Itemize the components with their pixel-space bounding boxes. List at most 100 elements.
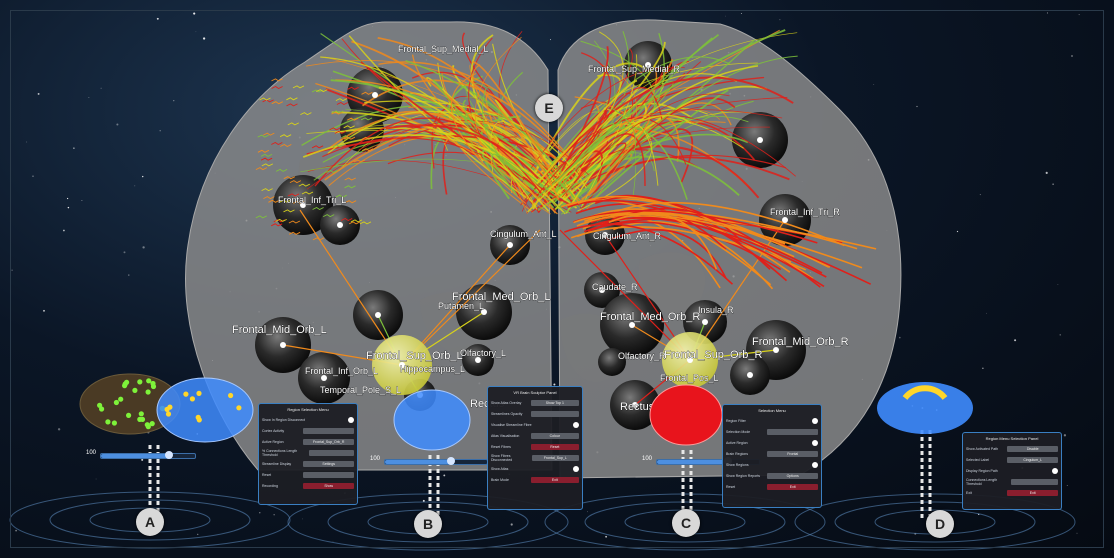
label-temporal-pole-l: Temporal_Pole_S_L [320, 385, 401, 395]
label-putamen-l: Putamen_L [438, 301, 484, 311]
panel-d-button[interactable]: Exit [1007, 489, 1058, 496]
panel-c-title: Selection Menu [758, 408, 786, 413]
label-frontal-sup-medial-r: Frontal_Sup_Medial_R [588, 64, 681, 74]
panel-c-field[interactable] [767, 428, 818, 435]
panel-d-toggle[interactable] [1052, 467, 1058, 474]
panel-a-field[interactable]: Settings [303, 460, 354, 467]
label-frontal-inf-tri-l: Frontal_Inf_Tri_L [278, 195, 346, 205]
label-frontal-mid-orb-l: Frontal_Mid_Orb_L [232, 324, 327, 336]
slider-c-fill [657, 460, 729, 464]
threshold-slider-a[interactable]: 100 [86, 450, 196, 460]
panel-c-row: Region Filter [726, 416, 818, 425]
label-frontal-inf-tri-r: Frontal_Inf_Tri_R [770, 207, 840, 217]
slider-a-thumb[interactable] [164, 451, 173, 459]
panel-c-row-label: Reset [726, 484, 736, 489]
menu-panel-b: VR Brain Sculptor Panel Show Atlas Overl… [487, 386, 583, 510]
panel-c-button[interactable]: Exit [767, 483, 818, 490]
panel-d-row-label: Connections Length Threshold [966, 477, 998, 486]
panel-b-row-label: Brain Mode [491, 477, 509, 482]
panel-b-field[interactable]: Colour [530, 432, 579, 439]
panel-c-toggle[interactable] [812, 439, 818, 446]
panel-b-row: Brain Mode Exit [491, 475, 579, 484]
menu-panel-d: Region Menu Selection Panel Show Activat… [962, 432, 1062, 510]
panel-a-row: Cortex Activity [262, 426, 354, 435]
label-frontal-mid-orb-r: Frontal_Mid_Orb_R [752, 336, 849, 348]
panel-b-row: Show Atlas Overlay Show Top 1 [491, 398, 579, 407]
panel-b-button[interactable]: Reset [530, 443, 579, 450]
panel-b-row: Visualise Streamline Fibre [491, 420, 579, 429]
panel-a-field[interactable] [303, 471, 354, 478]
panel-c-row: Reset Exit [726, 482, 818, 491]
label-cingulum-ant-l: Cingulum_Ant_L [490, 229, 557, 239]
label-insula-r: Insula_R [698, 305, 734, 315]
slider-c-value: 100 [642, 456, 653, 462]
panel-b-row: Streamlines Opacity [491, 409, 579, 418]
marker-c: C [672, 509, 700, 537]
panel-b-row-label: Show Atlas Overlay [491, 400, 522, 405]
panel-b-toggle[interactable] [573, 421, 579, 428]
floor-platforms [9, 491, 1076, 551]
panel-d-row: Display Region Path [966, 466, 1058, 475]
label-frontal-pos-l: Frontal_Pos_L [660, 373, 719, 383]
panel-a-row: Show In Region Disconnect [262, 415, 354, 424]
panel-a-field[interactable] [308, 449, 354, 456]
panel-d-title: Region Menu Selection Panel [985, 436, 1039, 441]
panel-b-row: Show Atlas [491, 464, 579, 473]
panel-c-field[interactable]: Frontal [767, 450, 818, 457]
panel-a-row-label: Cortex Activity [262, 428, 285, 433]
label-caudate-r: Caudate_R [592, 282, 638, 292]
panel-d-row-label: Exit [966, 490, 972, 495]
slider-b-value: 100 [370, 456, 381, 462]
marker-a: A [136, 508, 164, 536]
panel-a-toggle[interactable] [348, 416, 354, 423]
panel-b-field[interactable] [530, 410, 579, 417]
mini-brain-c-red[interactable] [649, 384, 723, 446]
mini-brain-b-blue[interactable] [393, 389, 471, 451]
mini-brain-a-blue[interactable] [156, 377, 254, 443]
panel-c-row: Show Regions [726, 460, 818, 469]
panel-c-field[interactable]: Options [767, 472, 818, 479]
panel-b-field[interactable]: Show Top 1 [530, 399, 579, 406]
marker-e: E [535, 94, 563, 122]
slider-b-thumb[interactable] [447, 457, 456, 465]
panel-b-button[interactable]: Exit [530, 476, 579, 483]
label-olfactory-r: Olfactory_R [618, 351, 666, 361]
panel-c-row: Selection Mode [726, 427, 818, 436]
label-cingulum-ant-r: Cingulum_Ant_R [593, 231, 662, 241]
panel-b-row-label: Show Atlas [491, 466, 509, 471]
panel-a-row-label: % Connections Length Threshold [262, 448, 298, 457]
panel-b-row-label: Reset Fibres [491, 444, 511, 449]
panel-d-field[interactable]: Cingulum_L [1007, 456, 1058, 463]
panel-c-toggle[interactable] [812, 417, 818, 424]
slider-b-track[interactable] [384, 457, 488, 465]
mini-brain-d-blue[interactable] [877, 382, 973, 434]
panel-b-toggle[interactable] [573, 465, 579, 472]
panel-b-title: VR Brain Sculptor Panel [513, 390, 557, 395]
panel-a-title: Region Selection Menu [287, 407, 329, 412]
panel-a-button[interactable]: Show [303, 482, 354, 489]
panel-a-field[interactable] [303, 427, 354, 434]
panel-c-toggle[interactable] [812, 461, 818, 468]
panel-d-field[interactable] [1010, 478, 1058, 485]
panel-c-row-label: Selection Mode [726, 429, 751, 434]
threshold-slider-b[interactable]: 100 [370, 456, 488, 466]
panel-b-field[interactable]: Frontal_Sup_L [531, 454, 579, 461]
label-frontal-sup-orb-r: Frontal_Sup_Orb_R [664, 349, 762, 361]
panel-b-row-label: Streamlines Opacity [491, 411, 523, 416]
panel-a-field[interactable]: Frontal_Sup_Orb_R [303, 438, 354, 445]
panel-d-field[interactable]: Disable [1007, 445, 1058, 452]
label-frontal-sup-orb-l: Frontal_Sup_Orb_L [366, 350, 463, 362]
panel-a-row-label: Show In Region Disconnect [262, 417, 305, 422]
slider-a-track[interactable] [100, 451, 196, 459]
mini-brain-a-dark[interactable] [79, 373, 181, 435]
label-frontal-med-orb-l: Frontal_Med_Orb_L [452, 291, 550, 303]
